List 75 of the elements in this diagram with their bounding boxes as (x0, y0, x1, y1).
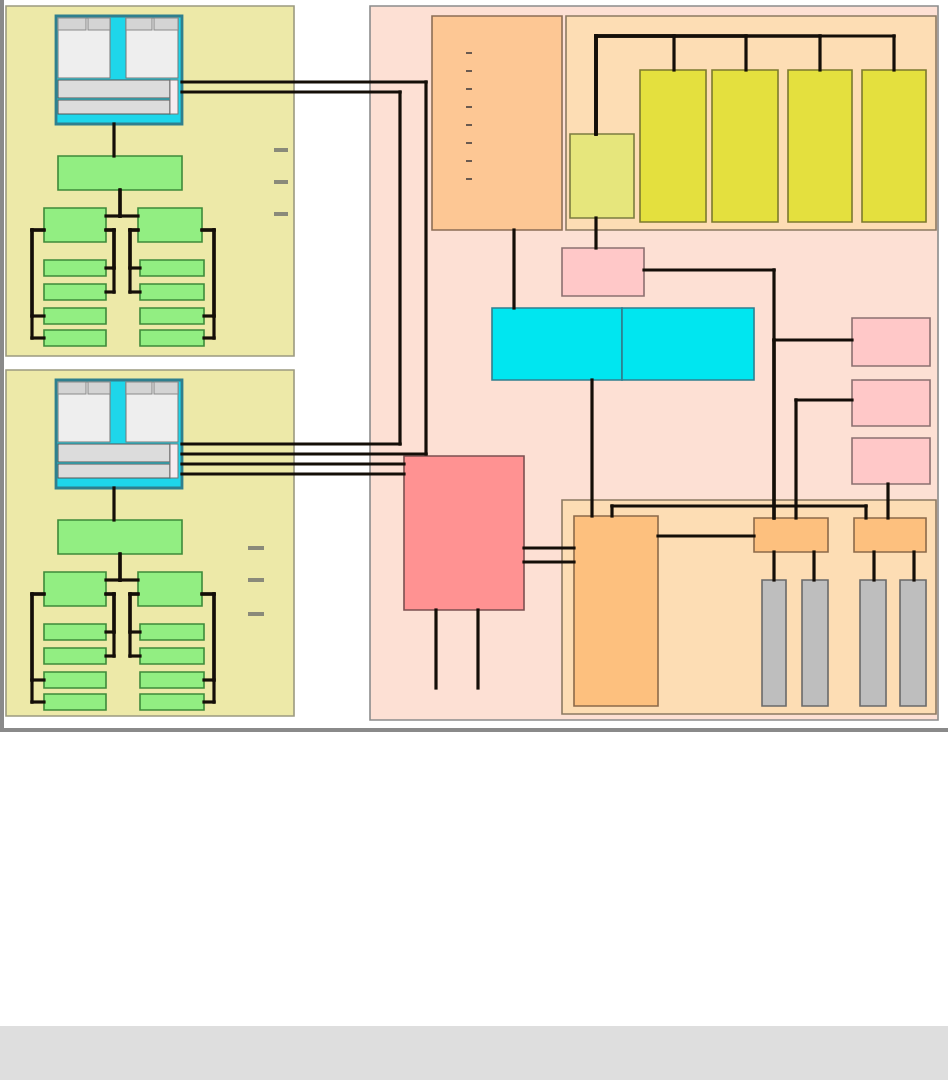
connector-line (594, 34, 896, 136)
connector-line (180, 90, 402, 446)
slot-box (859, 579, 887, 707)
connector-line (434, 608, 438, 690)
half-box (621, 307, 755, 381)
wide-box (57, 519, 183, 555)
small-box (853, 517, 927, 553)
connector-line (104, 188, 140, 218)
slot-box (139, 623, 205, 641)
small-box (753, 517, 829, 553)
connector-line (476, 608, 480, 690)
slot-box (899, 579, 927, 707)
small-box (851, 379, 931, 427)
box (137, 207, 203, 243)
connector-line (30, 592, 46, 704)
connector-line (200, 228, 216, 340)
slot-box (139, 693, 205, 711)
slot-box (139, 259, 205, 277)
slot-box (43, 307, 107, 325)
connector-line (112, 122, 116, 158)
connector-line (590, 378, 594, 518)
connector-line (594, 216, 598, 250)
connector-line (642, 268, 854, 520)
slot-box (139, 671, 205, 689)
connector-line (30, 228, 46, 340)
slot-box (801, 579, 829, 707)
connector-line (522, 546, 576, 550)
connector-line (772, 550, 776, 582)
small-box (851, 437, 931, 485)
connector-line (886, 482, 890, 520)
slot-box (139, 329, 205, 347)
connector-line (812, 550, 816, 582)
connector-line (112, 486, 116, 522)
connector-line (104, 592, 116, 658)
box (43, 207, 107, 243)
block (403, 455, 525, 611)
slot-box (711, 69, 779, 223)
box (43, 571, 107, 607)
connector-line (872, 550, 876, 582)
connector-line (104, 228, 116, 294)
connector-line (512, 228, 516, 310)
slot-box (639, 69, 707, 223)
connector-line (200, 592, 216, 704)
tall-box (573, 515, 659, 707)
slot-box (43, 693, 107, 711)
slot-box (787, 69, 853, 223)
connector-line (128, 592, 142, 658)
box (569, 133, 635, 219)
connector-line (794, 398, 854, 520)
slot-box (139, 647, 205, 665)
connector-line (180, 462, 406, 466)
slot-box (761, 579, 787, 707)
slot-box (43, 329, 107, 347)
slot-box (43, 283, 107, 301)
slot-box (43, 671, 107, 689)
connector-line (180, 80, 428, 456)
slot-box (43, 623, 107, 641)
connector-line (104, 552, 140, 582)
connector-line (656, 534, 756, 538)
wide-box (57, 155, 183, 191)
connector-line (180, 472, 406, 476)
slot-box (139, 283, 205, 301)
small-box (851, 317, 931, 367)
small-box (561, 247, 645, 297)
connector-line (522, 560, 576, 564)
connector-line (912, 550, 916, 582)
box (137, 571, 203, 607)
slot-box (139, 307, 205, 325)
connector-line (128, 228, 142, 294)
half-box (491, 307, 623, 381)
slot-box (43, 259, 107, 277)
slot-box (43, 647, 107, 665)
tall-box (431, 15, 563, 231)
connector-line (610, 504, 868, 520)
slot-box (861, 69, 927, 223)
